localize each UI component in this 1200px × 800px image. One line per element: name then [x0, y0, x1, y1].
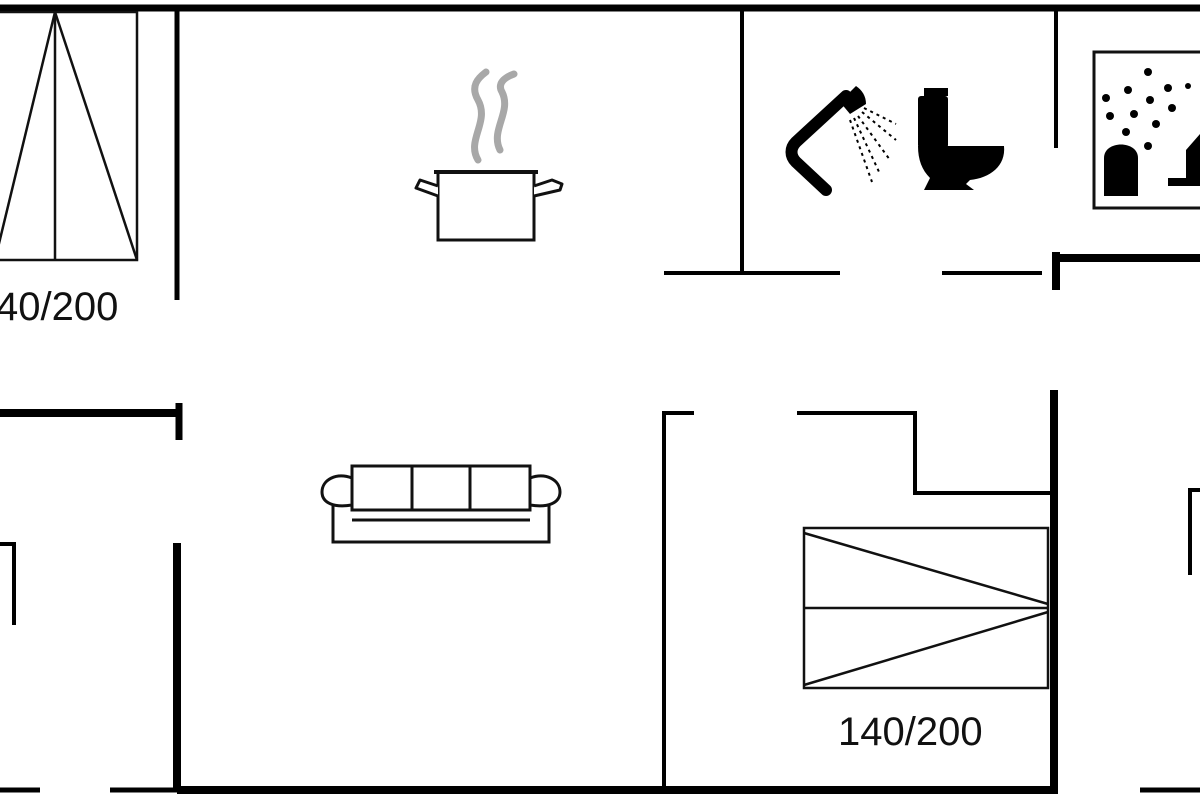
bed-left	[0, 10, 139, 262]
wall-bed2-closet	[797, 411, 1050, 495]
walls	[0, 4, 1200, 794]
shower-icon	[785, 86, 897, 196]
sofa-cushion-1	[350, 464, 414, 512]
bed-right-diagonal-2	[803, 610, 1049, 687]
bed-left-frame	[0, 10, 139, 262]
bed-left-diagonal-1	[0, 11, 57, 245]
bed-right	[802, 526, 1050, 690]
sauna-icon	[1092, 50, 1200, 210]
toilet-bowl	[918, 146, 1005, 190]
toilet-tank-lid	[924, 88, 948, 96]
toilet-tank	[918, 96, 948, 148]
sofa-arm-left	[320, 474, 354, 508]
pot-body	[436, 170, 536, 242]
shower-hose	[785, 90, 852, 196]
door-frame-left	[0, 542, 16, 625]
sofa-cushion-3	[468, 464, 532, 512]
sauna-stove	[1104, 144, 1138, 196]
sofa-cushion-2	[410, 464, 472, 512]
steam-2	[493, 70, 518, 154]
bed-size-label-left: 40/200	[0, 285, 118, 329]
pot-handle-left	[414, 178, 439, 198]
shower-spray	[849, 107, 897, 183]
bed-right-diagonal-1	[803, 531, 1049, 606]
sofa-icon	[320, 464, 562, 544]
bed-left-diagonal-2	[53, 11, 139, 261]
shower-head	[840, 86, 866, 114]
steam-1	[471, 68, 490, 164]
sauna-steam-dots	[1102, 68, 1191, 150]
sofa-arm-right	[528, 474, 562, 508]
door-frame-right	[1188, 488, 1200, 575]
toilet-icon	[918, 88, 1005, 190]
pot-handle-right	[533, 178, 564, 198]
bed-size-label-right: 140/200	[838, 710, 983, 754]
sauna-person	[1168, 134, 1200, 186]
pot-icon	[414, 68, 564, 242]
